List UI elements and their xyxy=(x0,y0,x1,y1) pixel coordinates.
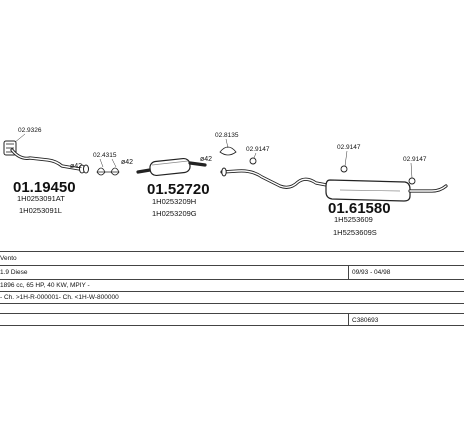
rear-silencer-oem-2: 1H5253609S xyxy=(333,228,377,237)
rear-ref-a: 02.8135 xyxy=(215,132,239,139)
row-specs: 1896 cc, 65 HP, 40 KW, MPIY - xyxy=(0,279,464,291)
engine-specs: 1896 cc, 65 HP, 40 KW, MPIY - xyxy=(0,282,90,289)
model-name: Vento xyxy=(0,255,17,262)
front-pipe-end xyxy=(79,164,89,174)
row-chassis: - Ch. >1H-R-000001- Ch. <1H-W-800000 xyxy=(0,291,464,303)
front-pipe-oem-2: 1H0253091L xyxy=(19,206,62,215)
date-range: 09/93 - 04/98 xyxy=(352,269,391,276)
chassis-range: - Ch. >1H-R-000001- Ch. <1H-W-800000 xyxy=(0,294,119,301)
rear-silencer-body xyxy=(325,179,411,202)
middle-silencer-body xyxy=(149,157,191,177)
hanger-3 xyxy=(408,162,416,185)
front-pipe: 02.9326 ø42 01.19450 1H0253091AT 1H02530… xyxy=(3,127,89,215)
rear-clamp xyxy=(219,138,237,156)
rear-ref-c: 02.9147 xyxy=(337,144,361,151)
hanger-1 xyxy=(249,152,257,165)
rear-ref-d: 02.9147 xyxy=(403,156,427,163)
row-engine: 1.9 Diese 09/93 - 04/98 xyxy=(0,265,464,279)
middle-silencer: ø42 01.52720 1H0253209H 1H0253209G xyxy=(136,156,212,218)
row-model: Vento xyxy=(0,251,464,265)
middle-silencer-oem-1: 1H0253209H xyxy=(152,197,196,206)
row-kit: C380693 xyxy=(0,313,464,326)
front-pipe-mark: ø42 xyxy=(70,163,82,170)
middle-silencer-mark: ø42 xyxy=(200,156,212,163)
clamp-left: 02.4315 ø42 xyxy=(93,152,133,176)
row-spacer xyxy=(0,303,464,313)
front-pipe-ref: 02.9326 xyxy=(18,127,42,134)
front-pipe-number: 01.19450 xyxy=(13,179,76,196)
rear-silencer-oem-1: 1H5253609 xyxy=(334,215,373,224)
kit-code: C380693 xyxy=(352,317,379,324)
exhaust-system-diagram: 02.9326 ø42 01.19450 1H0253091AT 1H02530… xyxy=(3,127,448,237)
rear-silencer-number: 01.61580 xyxy=(328,200,391,217)
front-pipe-oem-1: 1H0253091AT xyxy=(17,194,65,203)
rear-ref-b: 02.9147 xyxy=(246,146,270,153)
middle-silencer-number: 01.52720 xyxy=(147,181,210,198)
engine: 1.9 Diese xyxy=(0,269,28,276)
hanger-2 xyxy=(340,150,348,173)
clamp-left-ref: 02.4315 xyxy=(93,152,117,159)
middle-silencer-oem-2: 1H0253209G xyxy=(152,209,197,218)
clamp-left-mark: ø42 xyxy=(121,159,133,166)
rear-silencer: 02.8135 02.9147 02.9147 02.9147 xyxy=(215,132,448,237)
